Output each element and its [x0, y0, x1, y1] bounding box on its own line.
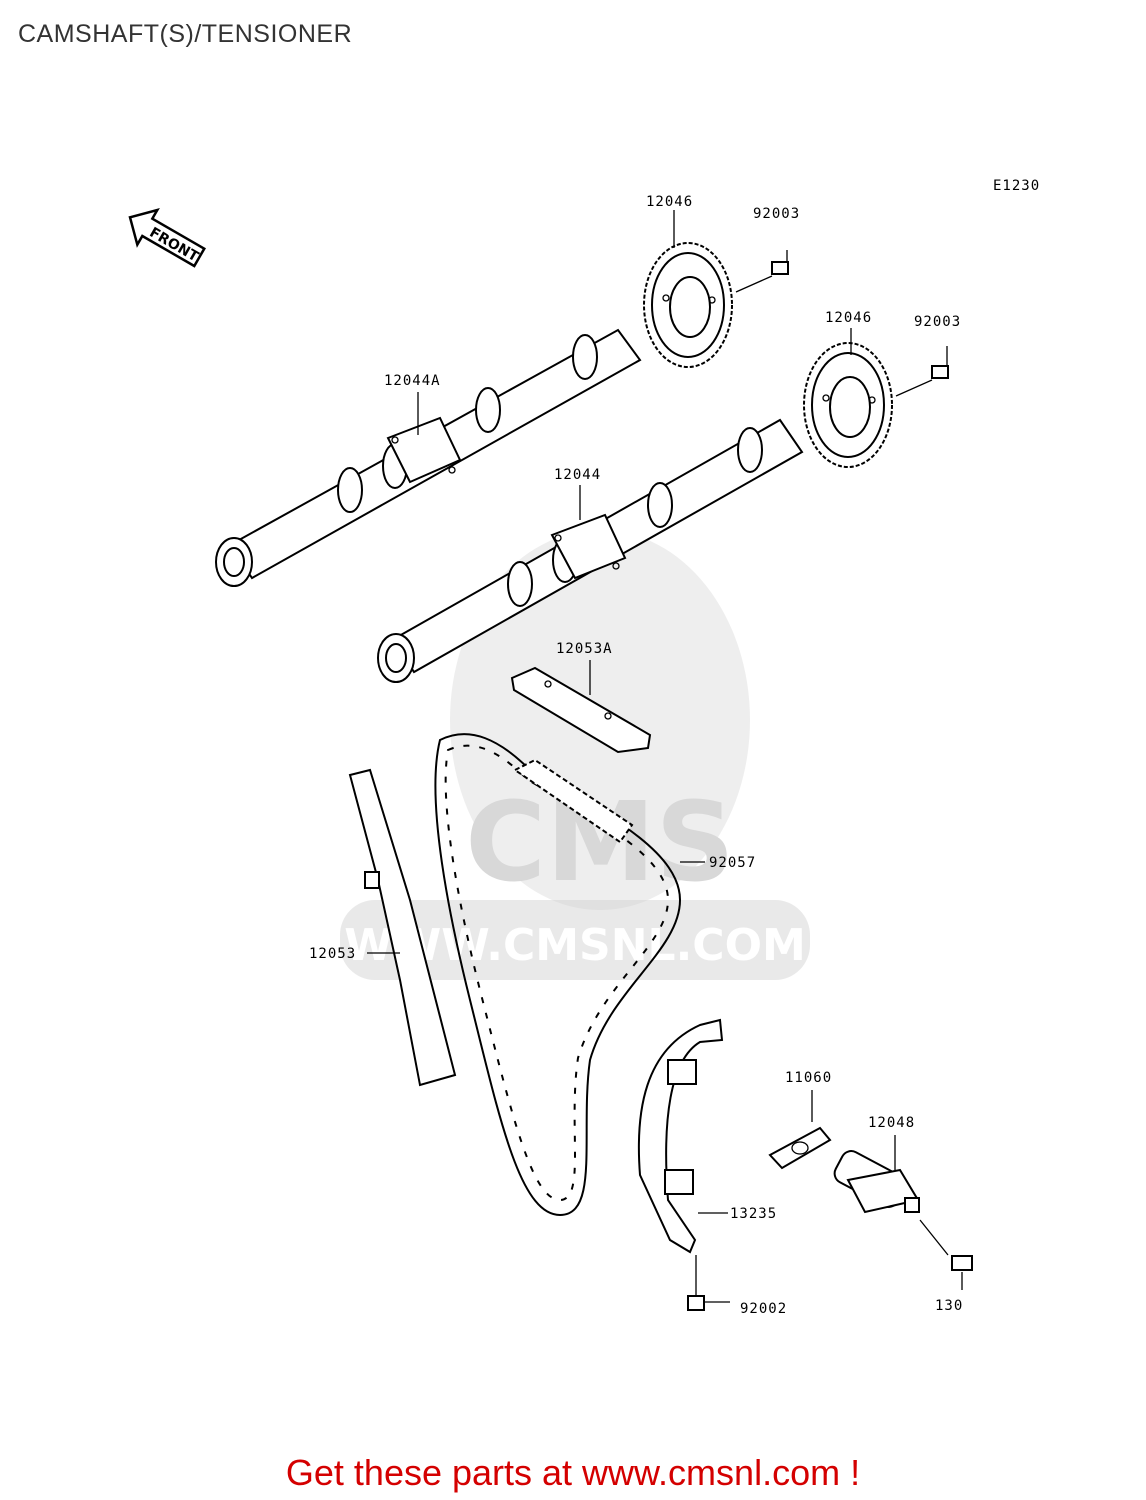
rear-chain-guide: [348, 768, 457, 1087]
part-label-12044a: 12044A: [384, 373, 441, 389]
part-label-12046-upper: 12046: [646, 194, 693, 210]
part-label-12053: 12053: [309, 946, 356, 962]
part-label-12048: 12048: [868, 1115, 915, 1131]
chain-tensioner-guide: [637, 1018, 724, 1254]
part-label-92003-upper: 92003: [753, 206, 800, 222]
part-label-12044: 12044: [554, 467, 601, 483]
sprocket-bolt-lower: [895, 346, 949, 397]
camshaft-intake: [215, 328, 642, 587]
tensioner-guide-bolt: [687, 1255, 730, 1311]
part-label-13235: 13235: [730, 1206, 777, 1222]
cam-sprocket-lower: [803, 342, 893, 468]
part-label-130: 130: [935, 1298, 963, 1314]
part-label-11060: 11060: [785, 1070, 832, 1086]
leader-lines: [367, 210, 896, 1214]
part-label-92003-lower: 92003: [914, 314, 961, 330]
part-label-92057: 92057: [709, 855, 756, 871]
diagram-code: E1230: [993, 178, 1040, 194]
page-title: CAMSHAFT(S)/TENSIONER: [18, 20, 353, 48]
part-label-12046-lower: 12046: [825, 310, 872, 326]
part-labels: 12046 92003 12046 92003 12044A 12044 120…: [309, 194, 963, 1317]
part-label-92002: 92002: [740, 1301, 787, 1317]
chain-tensioner-assembly: [833, 1150, 920, 1214]
cam-sprocket-upper: [643, 242, 733, 368]
part-label-12053a: 12053A: [556, 641, 613, 657]
front-arrow-icon: FRONT: [128, 208, 206, 268]
upper-chain-guide: [510, 666, 652, 754]
sprocket-bolt-upper: [735, 250, 789, 293]
tensioner-gasket: [768, 1126, 832, 1170]
tensioner-bolt: [919, 1219, 973, 1290]
cta-link[interactable]: Get these parts at www.cmsnl.com !: [285, 1452, 861, 1493]
watermark-logo: CMS: [465, 778, 734, 906]
camshaft-exhaust: [377, 418, 804, 683]
cam-chain: [434, 733, 682, 1217]
